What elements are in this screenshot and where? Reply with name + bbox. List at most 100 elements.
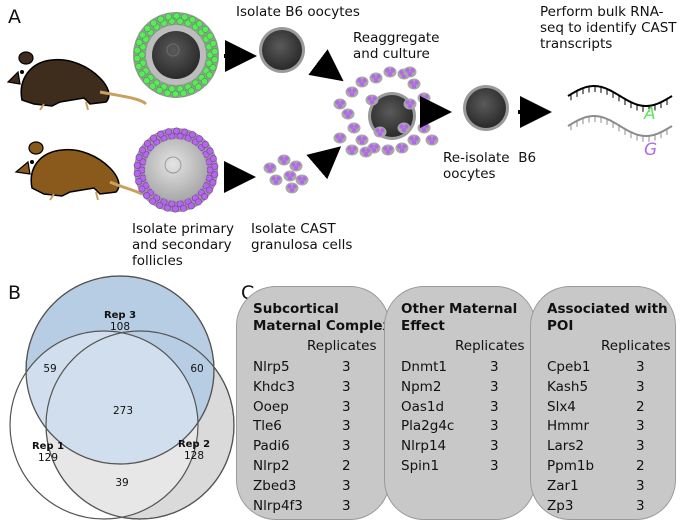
gene-replicate-count: 3 — [490, 458, 499, 474]
granulosa-cluster — [365, 94, 379, 106]
gene-replicate-count: 3 — [342, 497, 351, 514]
granulosa-cluster — [359, 146, 373, 158]
isolate-primary-label-1: Isolate primary — [132, 221, 235, 237]
venn-circle-rep1 — [9, 330, 199, 520]
reaggregated-oocyte-icon — [333, 66, 439, 158]
gene-name: Zp3 — [547, 497, 574, 514]
granulosa-cluster — [285, 182, 299, 194]
gene-name: Spin1 — [401, 458, 440, 474]
gene-name: Nlrp14 — [401, 438, 447, 455]
allele-g-label: G — [644, 140, 658, 160]
gene-group-3 — [530, 286, 676, 520]
isolated-b6-oocyte-icon — [259, 27, 305, 73]
green-granulosa-cell — [201, 78, 209, 86]
green-granulosa-cell — [163, 89, 171, 97]
green-granulosa-cell — [138, 70, 146, 78]
replicates-header: Replicates — [601, 338, 671, 354]
b6-mouse-icon — [6, 51, 148, 111]
green-granulosa-cell — [180, 89, 188, 97]
gene-name: Zar1 — [547, 477, 579, 494]
purple-granulosa-cell — [150, 134, 158, 142]
reisolate-label-1: Re-isolate B6 — [443, 150, 537, 166]
granulosa-cluster — [289, 160, 303, 172]
gene-group-title: Effect — [401, 318, 445, 334]
green-granulosa-cell — [133, 54, 141, 62]
purple-granulosa-cell — [181, 128, 189, 136]
gene-group-title: Other Maternal — [401, 301, 518, 317]
isolate-b6-label: Isolate B6 oocytes — [236, 4, 360, 20]
isolate-cast-label-1: Isolate CAST — [251, 221, 336, 237]
gene-replicate-count: 3 — [342, 418, 351, 435]
gene-name: Tle6 — [253, 418, 282, 435]
purple-granulosa-cell — [143, 139, 151, 147]
gene-name: Cpeb1 — [547, 359, 591, 375]
gene-replicate-count: 2 — [636, 398, 645, 415]
purple-granulosa-cell — [138, 185, 146, 193]
green-granulosa-cell — [164, 13, 172, 21]
gene-replicate-count: 3 — [636, 438, 645, 455]
rnaseq-label-2: seq to identify CAST — [540, 20, 677, 36]
green-granulosa-cell — [194, 83, 202, 91]
purple-granulosa-cell — [135, 177, 143, 185]
purple-granulosa-cell — [163, 204, 171, 212]
green-granulosa-cell — [156, 86, 164, 94]
purple-granulosa-cell — [194, 198, 202, 206]
granulosa-cluster — [347, 122, 361, 134]
gene-name: Npm2 — [401, 378, 442, 395]
green-granulosa-cell — [133, 46, 141, 54]
granulosa-cluster — [283, 170, 297, 182]
granulosa-cluster — [333, 132, 347, 144]
purple-granulosa-cell — [187, 202, 195, 210]
purple-granulosa-cell — [188, 131, 196, 139]
purple-granulosa-cell — [173, 127, 181, 135]
granulosa-cluster — [381, 144, 395, 156]
panel-b-letter: B — [8, 282, 22, 304]
granulosa-cluster — [295, 174, 309, 186]
isolate-cast-label-2: granulosa cells — [251, 237, 353, 253]
green-granulosa-cell — [209, 40, 217, 48]
gene-name: Nlrp4f3 — [253, 497, 303, 514]
reaggregate-label-2: and culture — [353, 46, 430, 62]
venn-set-label-rep1: Rep 1 — [32, 441, 64, 452]
green-granulosa-cell — [181, 13, 189, 21]
gene-name: Oas1d — [401, 398, 445, 415]
venn-value-all-three: 273 — [113, 405, 133, 417]
gene-replicate-count: 2 — [342, 458, 351, 474]
green-granulosa-cell — [171, 90, 179, 98]
purple-granulosa-cell — [205, 186, 213, 194]
green-granulosa-cell — [201, 25, 209, 33]
gene-replicate-count: 3 — [490, 438, 499, 455]
purple-granulosa-cell — [133, 161, 141, 169]
reaggregate-label-1: Reaggregate — [353, 30, 440, 46]
green-granulosa-cell — [139, 43, 147, 51]
green-granulosa-cell — [205, 59, 213, 67]
gene-name: Kash5 — [547, 378, 589, 395]
panel-a-graphics — [6, 12, 673, 213]
gene-name: Pla2g4c — [401, 418, 455, 435]
granulosa-cluster — [397, 122, 411, 134]
granulosa-cluster — [355, 76, 369, 88]
green-granulosa-cell — [139, 31, 147, 39]
venn-circle-rep2 — [45, 330, 235, 520]
gene-group-1 — [236, 286, 390, 520]
b6-follicle-icon — [133, 12, 219, 98]
green-granulosa-cell — [211, 48, 219, 56]
purple-granulosa-cell — [143, 192, 151, 200]
gene-group-title: POI — [547, 318, 574, 334]
rnaseq-label-3: transcripts — [540, 36, 613, 52]
replicates-header: Replicates — [455, 338, 525, 354]
gene-group-title: Subcortical — [253, 301, 339, 317]
green-granulosa-cell — [211, 56, 219, 64]
green-granulosa-cell — [205, 71, 213, 79]
venn-value-rep1-only: 129 — [38, 452, 58, 464]
gene-group-2 — [384, 286, 536, 520]
green-granulosa-cell — [209, 64, 217, 72]
venn-value-rep2-rep3: 60 — [190, 363, 203, 375]
granulosa-cluster — [383, 66, 397, 78]
purple-granulosa-cell — [206, 147, 214, 155]
gene-name: Ooep — [253, 398, 289, 415]
granulosa-cluster — [395, 142, 409, 154]
replicates-header: Replicates — [307, 338, 377, 354]
allele-a-label: A — [644, 104, 656, 124]
gene-group-title: Maternal Complex — [253, 318, 392, 334]
